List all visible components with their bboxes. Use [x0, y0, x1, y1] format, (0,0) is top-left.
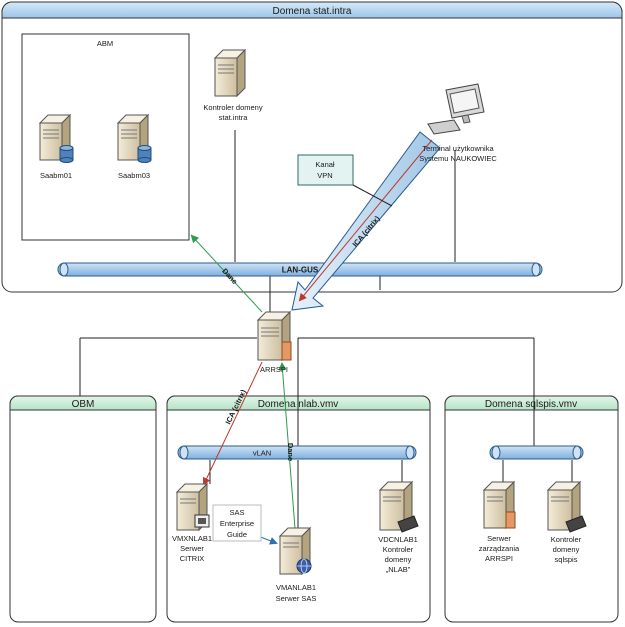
terminal-line-1: Terminal użytkownika: [422, 144, 494, 153]
kontroler-stat-line-1: Kontroler domeny: [203, 103, 262, 112]
database-icon: [137, 145, 152, 163]
domain-sqlspis-title: Domena sqlspis.vmv: [485, 399, 577, 410]
sqlspis-bus: [489, 445, 584, 460]
vpn-line-1: Kanał: [315, 160, 335, 169]
terminal-line-2: Systemu NAUKOWIEC: [419, 154, 497, 163]
server-icon: [482, 480, 516, 530]
kontroler-stat-line-2: stat.intra: [219, 113, 249, 122]
kontroler-sqlspis-line-2: domeny: [553, 545, 580, 554]
keyboard-icon: [565, 515, 587, 533]
vmanlab1-line-2: Serwer SAS: [276, 594, 317, 603]
saabm01-label: Saabm01: [40, 171, 72, 180]
saabm03-label: Saabm03: [118, 171, 150, 180]
server-kontroler-sqlspis[interactable]: Kontroler domeny sqlspis: [546, 480, 587, 564]
serwer-arrspi-line-3: ARRSPI: [485, 554, 513, 563]
vdcnlab1-line-3: domeny: [385, 555, 412, 564]
server-vmanlab1[interactable]: VMANLAB1 Serwer SAS: [276, 526, 317, 603]
sas-line-3: Guide: [227, 530, 247, 539]
serwer-arrspi-line-2: zarządzania: [479, 544, 520, 553]
vdcnlab1-line-4: „NLAB”: [386, 565, 411, 574]
vmxnlab1-line-1: VMXNLAB1: [172, 534, 212, 543]
server-arrspi[interactable]: ARRSPI: [256, 310, 292, 374]
terminal-user[interactable]: Terminal użytkownika Systemu NAUKOWIEC: [419, 83, 497, 163]
server-saabm01[interactable]: Saabm01: [38, 113, 74, 180]
vdcnlab1-line-2: Kontroler: [383, 545, 414, 554]
computer-icon: [445, 83, 485, 124]
server-icon: [175, 482, 210, 532]
sas-enterprise-guide-label: SAS Enterprise Guide: [212, 504, 262, 542]
serwer-arrspi-line-1: Serwer: [487, 534, 511, 543]
keyboard-icon: [397, 515, 419, 533]
keyboard-icon: [427, 119, 461, 135]
connection-lines: [79, 130, 573, 528]
server-saabm03[interactable]: Saabm03: [116, 113, 152, 180]
kontroler-sqlspis-line-1: Kontroler: [551, 535, 582, 544]
server-icon: [213, 48, 247, 98]
server-vmxnlab1[interactable]: VMXNLAB1 Serwer CITRIX: [172, 482, 212, 563]
domain-sqlspis: Domena sqlspis.vmv: [444, 395, 619, 623]
lan-gus-label: LAN-GUS: [282, 266, 319, 275]
vlan-label: vLAN: [253, 449, 271, 458]
domain-stat-intra-title: Domena stat.intra: [273, 6, 352, 17]
vmxnlab1-line-3: CITRIX: [180, 554, 205, 563]
vdcnlab1-line-1: VDCNLAB1: [378, 535, 418, 544]
database-icon: [59, 145, 74, 163]
kontroler-sqlspis-line-3: sqlspis: [555, 555, 578, 564]
vpn-line-2: VPN: [317, 171, 332, 180]
vmxnlab1-line-2: Serwer: [180, 544, 204, 553]
globe-icon: [296, 558, 312, 574]
server-kontroler-stat[interactable]: Kontroler domeny stat.intra: [203, 48, 263, 122]
vpn-channel-box: Kanał VPN: [297, 154, 393, 207]
domain-obm: OBM: [9, 395, 157, 623]
dane-mid-arrow: Dane: [278, 362, 296, 529]
lan-gus-bus: LAN-GUS: [57, 262, 543, 277]
abm-title: ABM: [97, 39, 113, 48]
server-icon: [256, 310, 292, 362]
vmanlab1-line-1: VMANLAB1: [276, 583, 316, 592]
sas-line-2: Enterprise: [220, 519, 254, 528]
server-zarzadzania-arrspi[interactable]: Serwer zarządzania ARRSPI: [479, 480, 520, 563]
vlan-bus: vLAN: [177, 445, 417, 460]
sas-line-1: SAS: [229, 508, 244, 517]
dane-mid-label: Dane: [286, 443, 295, 461]
arrspi-label: ARRSPI: [260, 365, 288, 374]
server-vdcnlab1[interactable]: VDCNLAB1 Kontroler domeny „NLAB”: [378, 480, 419, 574]
domain-obm-title: OBM: [72, 399, 95, 410]
